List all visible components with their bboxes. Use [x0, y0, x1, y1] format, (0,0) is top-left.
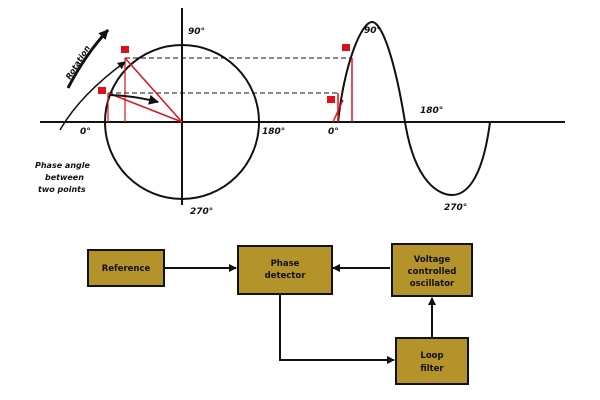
phase-angle-label-1: Phase angle — [35, 161, 90, 170]
phase-angle-arc — [59, 61, 126, 131]
vco-block — [391, 243, 473, 297]
phase-angle-label-3: two points — [38, 185, 86, 194]
rotation-label: Rotation — [64, 44, 92, 81]
sine-label-270: 270° — [444, 203, 467, 213]
vector-a — [107, 92, 183, 123]
vco-label-3: oscillator — [410, 279, 455, 289]
phasor-diagram: 90° 0° 180° 270° Rotation Phase angle be… — [35, 8, 565, 217]
phasor-label-180: 180° — [262, 127, 285, 137]
point-b-marker — [121, 46, 129, 53]
sine-label-0: 0° — [328, 127, 339, 137]
arrow-detector-to-filter — [279, 295, 395, 364]
phase-detector-label-2: detector — [265, 271, 307, 281]
pll-block-diagram: Reference Phase detector Voltage control… — [87, 243, 473, 385]
reference-label: Reference — [102, 264, 151, 274]
sine-curve — [337, 20, 491, 197]
phasor-label-90: 90° — [188, 27, 205, 37]
point-a-marker — [98, 87, 106, 94]
sine-point-a-marker — [327, 96, 335, 103]
rotation-arrow — [66, 28, 110, 89]
phasor-label-0: 0° — [80, 127, 91, 137]
sine-wave-plot: 0° 90° 180° 270° — [327, 20, 491, 213]
sine-point-b-marker — [342, 44, 350, 51]
loop-filter-label-1: Loop — [420, 351, 443, 361]
reference-block — [87, 249, 165, 287]
unit-circle — [104, 44, 260, 200]
rotation-arrow-a — [109, 94, 159, 105]
loop-filter-label-2: filter — [420, 364, 444, 374]
sine-label-180: 180° — [420, 106, 443, 116]
sine-a-tick — [332, 99, 344, 123]
phasor-label-270: 270° — [190, 207, 213, 217]
loop-filter-block — [395, 337, 469, 385]
phase-angle-label-2: between — [45, 173, 84, 182]
vco-label-2: controlled — [408, 267, 457, 277]
sine-label-90: 90° — [364, 26, 381, 36]
phase-detector-block — [237, 245, 333, 295]
vco-label-1: Voltage — [414, 255, 451, 265]
vector-b — [124, 57, 183, 123]
phase-detector-label-1: Phase — [271, 259, 300, 269]
